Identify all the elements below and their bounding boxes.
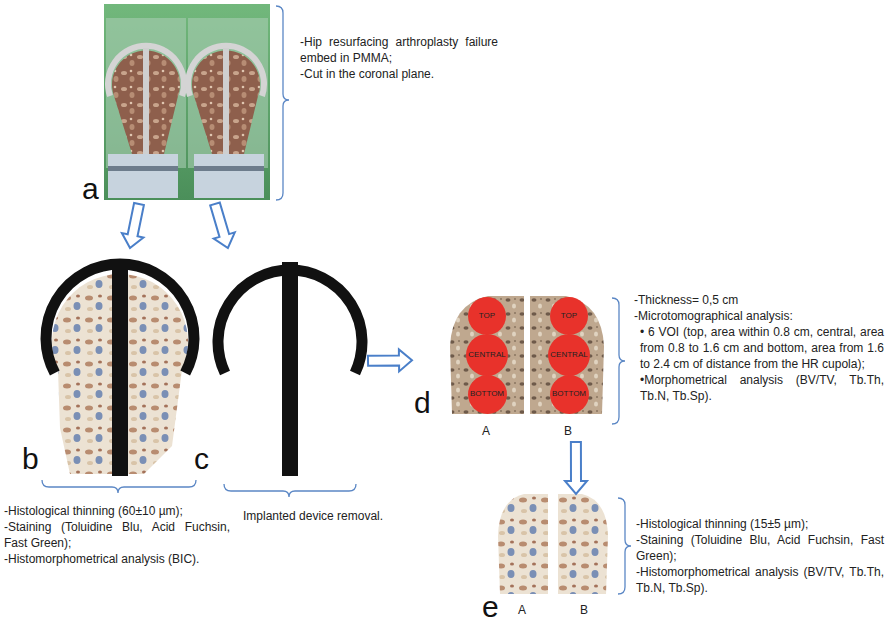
- panel: e: [482, 494, 612, 636]
- slice-label: A: [476, 424, 496, 438]
- bracket: [224, 484, 356, 497]
- annotation-note: -Hip resurfacing arthroplasty failure em…: [300, 34, 498, 82]
- panel: b: [22, 248, 200, 478]
- panel-letter: a: [82, 174, 99, 204]
- histology-slice: [558, 494, 610, 594]
- panel-letter: c: [194, 444, 209, 474]
- bracket: [618, 498, 631, 594]
- voi-label: TOP: [561, 312, 577, 320]
- annotation-note: -Histological thinning (60±10 µm);-Stain…: [4, 503, 230, 567]
- annotation-text: -Histomorphometrical analysis (BIC).: [4, 551, 230, 567]
- voi-circle: BOTTOM: [468, 375, 507, 414]
- annotation-text: -Histomorphometrical analysis (BV/TV, Tb…: [636, 564, 884, 596]
- annotation-note: Implanted device removal.: [243, 508, 393, 524]
- annotation-text: -Hip resurfacing arthroplasty failure em…: [300, 34, 498, 66]
- annotation-text: -Staining (Toluidine Blu, Acid Fuchsin, …: [636, 532, 884, 564]
- annotation-text: • 6 VOI (top, area within 0.8 cm, centra…: [640, 324, 884, 372]
- voi-label: CENTRAL: [550, 351, 587, 359]
- voi-label: BOTTOM: [552, 390, 586, 398]
- flow-arrow: [368, 349, 412, 371]
- bracket: [276, 6, 289, 200]
- slice-label: B: [574, 603, 594, 617]
- panel-letter: b: [22, 444, 39, 474]
- annotation-text: -Histological thinning (60±10 µm);: [4, 503, 230, 519]
- panel: c: [194, 248, 368, 478]
- panel: a: [82, 4, 272, 204]
- flow-arrow: [210, 203, 235, 248]
- annotation-text: -Microtomographical analysis:: [634, 308, 884, 324]
- annotation-text: -Staining (Toluidine Blu, Acid Fuchsin, …: [4, 519, 230, 551]
- voi-circle: TOP: [468, 297, 506, 335]
- voi-circle: BOTTOM: [550, 375, 589, 414]
- histology-section: [40, 248, 200, 476]
- annotation-text: •Morphometrical analysis (BV/TV, Tb.Th, …: [640, 372, 884, 404]
- annotation-text: -Histological thinning (15±5 µm);: [636, 516, 884, 532]
- annotation-text: -Cut in the coronal plane.: [300, 66, 498, 82]
- histology-slice: [496, 494, 548, 594]
- voi-label: TOP: [479, 312, 495, 320]
- voi-label: CENTRAL: [468, 351, 505, 359]
- voi-circle: CENTRAL: [466, 334, 508, 376]
- flow-arrow: [565, 442, 587, 494]
- slice-label: B: [558, 424, 578, 438]
- implant-outline: [212, 248, 368, 476]
- flow-arrow: [122, 203, 144, 248]
- voi-circle: TOP: [550, 297, 588, 335]
- voi-circle: CENTRAL: [548, 334, 590, 376]
- bracket: [42, 480, 196, 493]
- annotation-text: -Thickness= 0,5 cm: [634, 292, 884, 308]
- panel-letter: e: [482, 592, 499, 622]
- bracket: [612, 298, 625, 424]
- voi-label: BOTTOM: [470, 390, 504, 398]
- panel: d TOP CENTRAL BOTTOM TOP CENTRAL BOTTOM: [412, 296, 610, 442]
- specimen-photo: [104, 4, 270, 200]
- panel-letter: d: [414, 388, 431, 418]
- annotation-note: -Histological thinning (15±5 µm);-Staini…: [636, 516, 884, 596]
- annotation-text: Implanted device removal.: [243, 508, 393, 524]
- annotation-note: -Thickness= 0,5 cm-Microtomographical an…: [634, 292, 884, 404]
- slice-label: A: [512, 603, 532, 617]
